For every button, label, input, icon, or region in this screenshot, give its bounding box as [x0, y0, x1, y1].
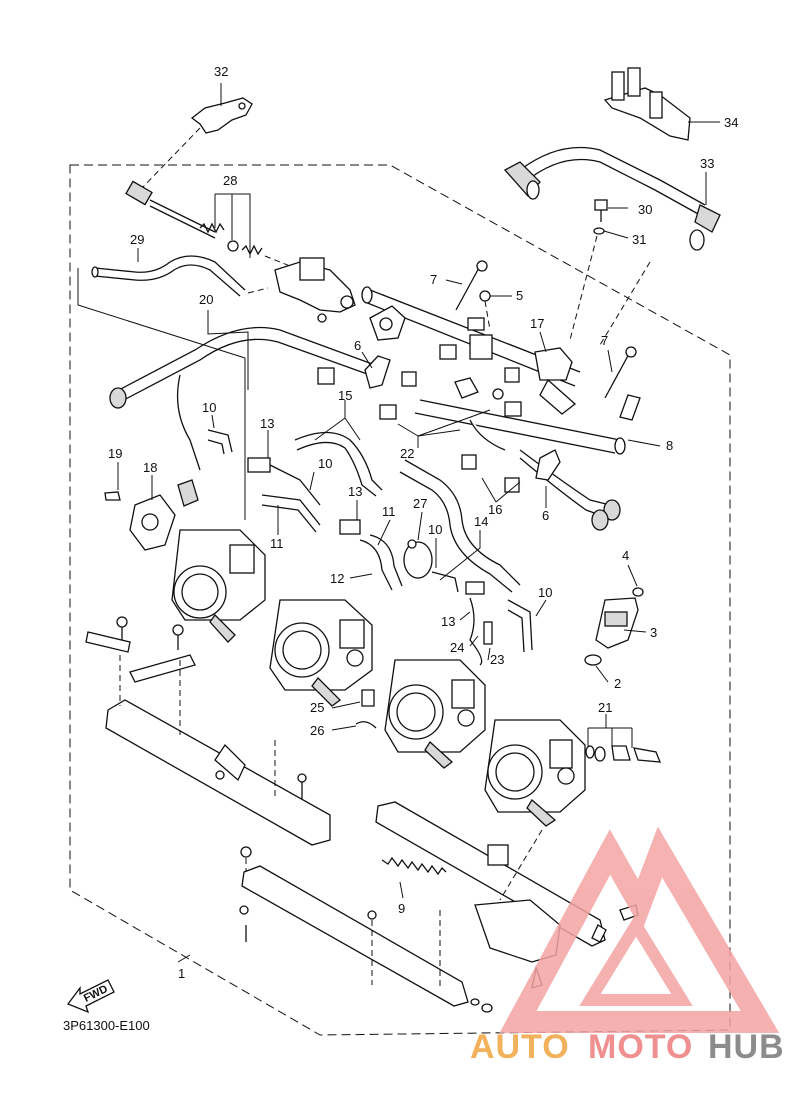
callout-9: 9	[398, 901, 405, 916]
callout-14: 14	[474, 514, 488, 529]
callout-4: 4	[622, 548, 629, 563]
hose-14	[399, 459, 521, 593]
hose-10c-10d	[431, 571, 533, 653]
link-bar-left	[105, 699, 331, 846]
fwd-arrow-icon: FWD	[66, 979, 115, 1014]
plates	[85, 631, 196, 683]
hose-20	[109, 326, 376, 471]
callout-24: 24	[450, 640, 464, 655]
callout-25: 25	[310, 700, 324, 715]
callout-13b: 13	[348, 484, 362, 499]
spring-24-23	[465, 581, 493, 666]
callout-10b: 10	[318, 456, 332, 471]
throttle-body-2	[269, 599, 373, 707]
harness-16	[504, 449, 621, 531]
callout-29: 29	[130, 232, 144, 247]
bracket-32	[139, 97, 253, 191]
callout-10c: 10	[428, 522, 442, 537]
callout-22: 22	[400, 446, 414, 461]
screw-7a-5	[455, 260, 491, 331]
clamp-27	[403, 539, 433, 579]
callout-17: 17	[530, 316, 544, 331]
hose-10a	[207, 429, 233, 455]
callout-23: 23	[490, 652, 504, 667]
hose-15	[294, 431, 383, 497]
watermark-word-moto: MOTO	[588, 1028, 693, 1066]
callout-26: 26	[310, 723, 324, 738]
throttle-body-3	[384, 659, 486, 769]
callout-6b: 6	[542, 508, 549, 523]
callout-18: 18	[143, 460, 157, 475]
callout-27: 27	[413, 496, 427, 511]
callout-31: 31	[632, 232, 646, 247]
link-bar-right	[375, 801, 606, 947]
watermark-logo-icon	[499, 826, 780, 1033]
callout-21: 21	[598, 700, 612, 715]
watermark-text: AUTO MOTO HUB	[470, 1028, 785, 1066]
callout-11a: 11	[382, 504, 396, 519]
callout-33: 33	[700, 156, 714, 171]
callout-labels: 32 34 28 33 30 31 29 7 5 20 17 7 6 15 8 …	[108, 64, 738, 981]
callout-6a: 6	[354, 338, 361, 353]
callout-15: 15	[338, 388, 352, 403]
callout-16: 16	[488, 502, 502, 517]
injector-3	[584, 587, 644, 666]
callout-34: 34	[724, 115, 738, 130]
callout-8: 8	[666, 438, 673, 453]
leader-lines	[77, 83, 720, 963]
hose-29	[91, 255, 269, 297]
callout-1: 1	[178, 966, 185, 981]
sensor-17	[492, 347, 577, 415]
callout-10d: 10	[538, 585, 552, 600]
callout-13c: 13	[441, 614, 455, 629]
callout-2: 2	[614, 676, 621, 691]
connectors-22	[379, 371, 522, 470]
callout-28: 28	[223, 173, 237, 188]
watermark-word-auto: AUTO	[470, 1028, 570, 1066]
hose-33	[503, 146, 721, 251]
callout-19: 19	[108, 446, 122, 461]
callout-7b: 7	[601, 333, 608, 348]
bolt-30-washer-31	[569, 199, 608, 341]
fuel-rail-upper	[361, 286, 581, 387]
callout-12: 12	[330, 571, 344, 586]
link-bar-bottom	[239, 846, 469, 1007]
throttle-body-4	[484, 719, 586, 827]
callout-11b: 11	[270, 536, 284, 551]
screws-left	[116, 616, 307, 800]
callout-20: 20	[199, 292, 213, 307]
callout-30: 30	[638, 202, 652, 217]
hose-11-12-13	[247, 457, 403, 591]
callout-10a: 10	[202, 400, 216, 415]
throttle-body-1	[104, 479, 266, 643]
sensor-6b	[535, 449, 561, 481]
callout-3: 3	[650, 625, 657, 640]
callout-13a: 13	[260, 416, 274, 431]
callout-7a: 7	[430, 272, 437, 287]
bracket-34	[603, 67, 691, 141]
watermark-word-hub: HUB	[708, 1028, 785, 1066]
callout-5: 5	[516, 288, 523, 303]
throttle-cable-28	[125, 180, 291, 267]
fittings-21	[585, 745, 661, 763]
throttle-sensor-rail-left	[274, 257, 356, 323]
alignment-lines	[119, 261, 651, 990]
fuel-rail-lower-8	[414, 346, 641, 455]
diagram-code: 3P61300-E100	[63, 1018, 150, 1033]
spring-9	[381, 856, 447, 876]
sensor-6a	[317, 355, 391, 389]
callout-32: 32	[214, 64, 228, 79]
fitting-25-26	[355, 689, 377, 729]
